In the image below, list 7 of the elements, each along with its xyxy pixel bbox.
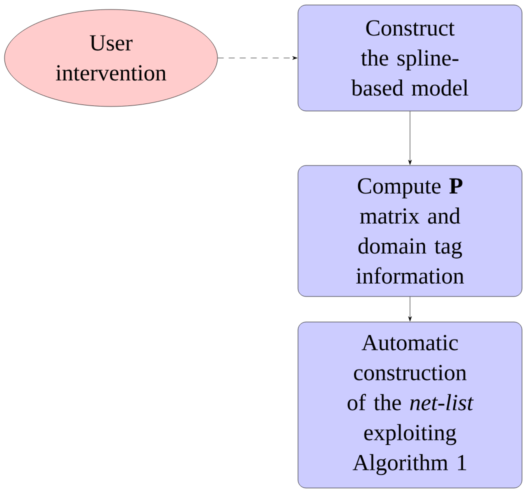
arrow [218, 56, 298, 60]
arrow [408, 296, 412, 322]
process-box: Compute P matrix and domain tag information [298, 165, 522, 297]
arrow [408, 111, 412, 165]
process-box: Automatic construction of the net-list exploiting Algorithm 1 [298, 322, 522, 488]
ellipse-node: User intervention [4, 9, 218, 107]
process-box: Construct the spline-based model [298, 4, 522, 112]
